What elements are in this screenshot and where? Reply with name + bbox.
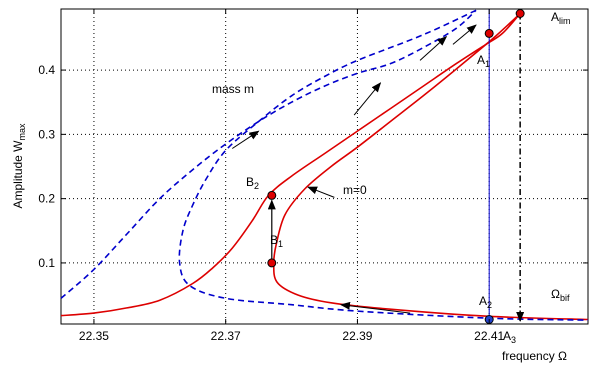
y-tick-label: 0.2 [38,192,55,206]
bifurcation-label-main: Ω [551,287,560,301]
arrow-upper-lower [353,82,382,116]
series-m-zero-branch-2 [272,12,589,321]
x-tick-label: 22.39 [342,329,372,343]
annotation-mass-m: mass m [212,82,254,96]
label-a2: A2 [479,294,492,310]
y-axis-label: Amplitude Wmax [11,123,27,209]
plot-frame [60,8,589,325]
x-tick-label: 22.35 [79,329,109,343]
guide-lines [488,9,525,324]
pointer-m-zero [307,186,335,198]
curves [60,9,589,321]
y-tick-label: 0.1 [38,256,55,270]
bifurcation-label: Ωbif [551,287,570,303]
point-a-lim [515,9,525,18]
ticks: 22.35 22.37 22.39 22.41 0.1 0.2 0.3 0.4 [38,9,588,343]
point-a-1 [484,28,494,38]
point-b-2 [267,190,277,200]
bifurcation-label-sub: bif [560,293,570,303]
series-m-zero-branch-1 [60,12,521,317]
marked-points [267,9,525,324]
y-tick-label: 0.3 [38,127,55,141]
x-tick-label: 22.41 [474,329,504,343]
x-tick-label: 22.37 [211,329,241,343]
label-a-lim: Alim [551,10,571,26]
arrow-upper-mid [419,35,448,61]
label-a1: A1 [477,53,490,69]
series-mass-m-branch-2 [178,9,589,321]
pointer-mass-m [231,130,260,149]
arrow-upper-top [452,24,477,45]
label-b2: B2 [246,175,259,191]
y-tick-label: 0.4 [38,63,55,77]
label-a3: A3 [503,329,516,345]
y-axis-label-sub: max [17,123,27,141]
label-b1: B1 [270,233,283,249]
point-b-1 [267,258,277,268]
y-axis-label-main: Amplitude W [11,140,25,209]
direction-arrows [231,24,477,314]
annotation-m-zero: m=0 [343,183,367,197]
x-axis-label: frequency Ω [502,349,567,363]
arrow-lower-branch [339,301,411,314]
series-mass-m-branch-1 [60,9,477,299]
